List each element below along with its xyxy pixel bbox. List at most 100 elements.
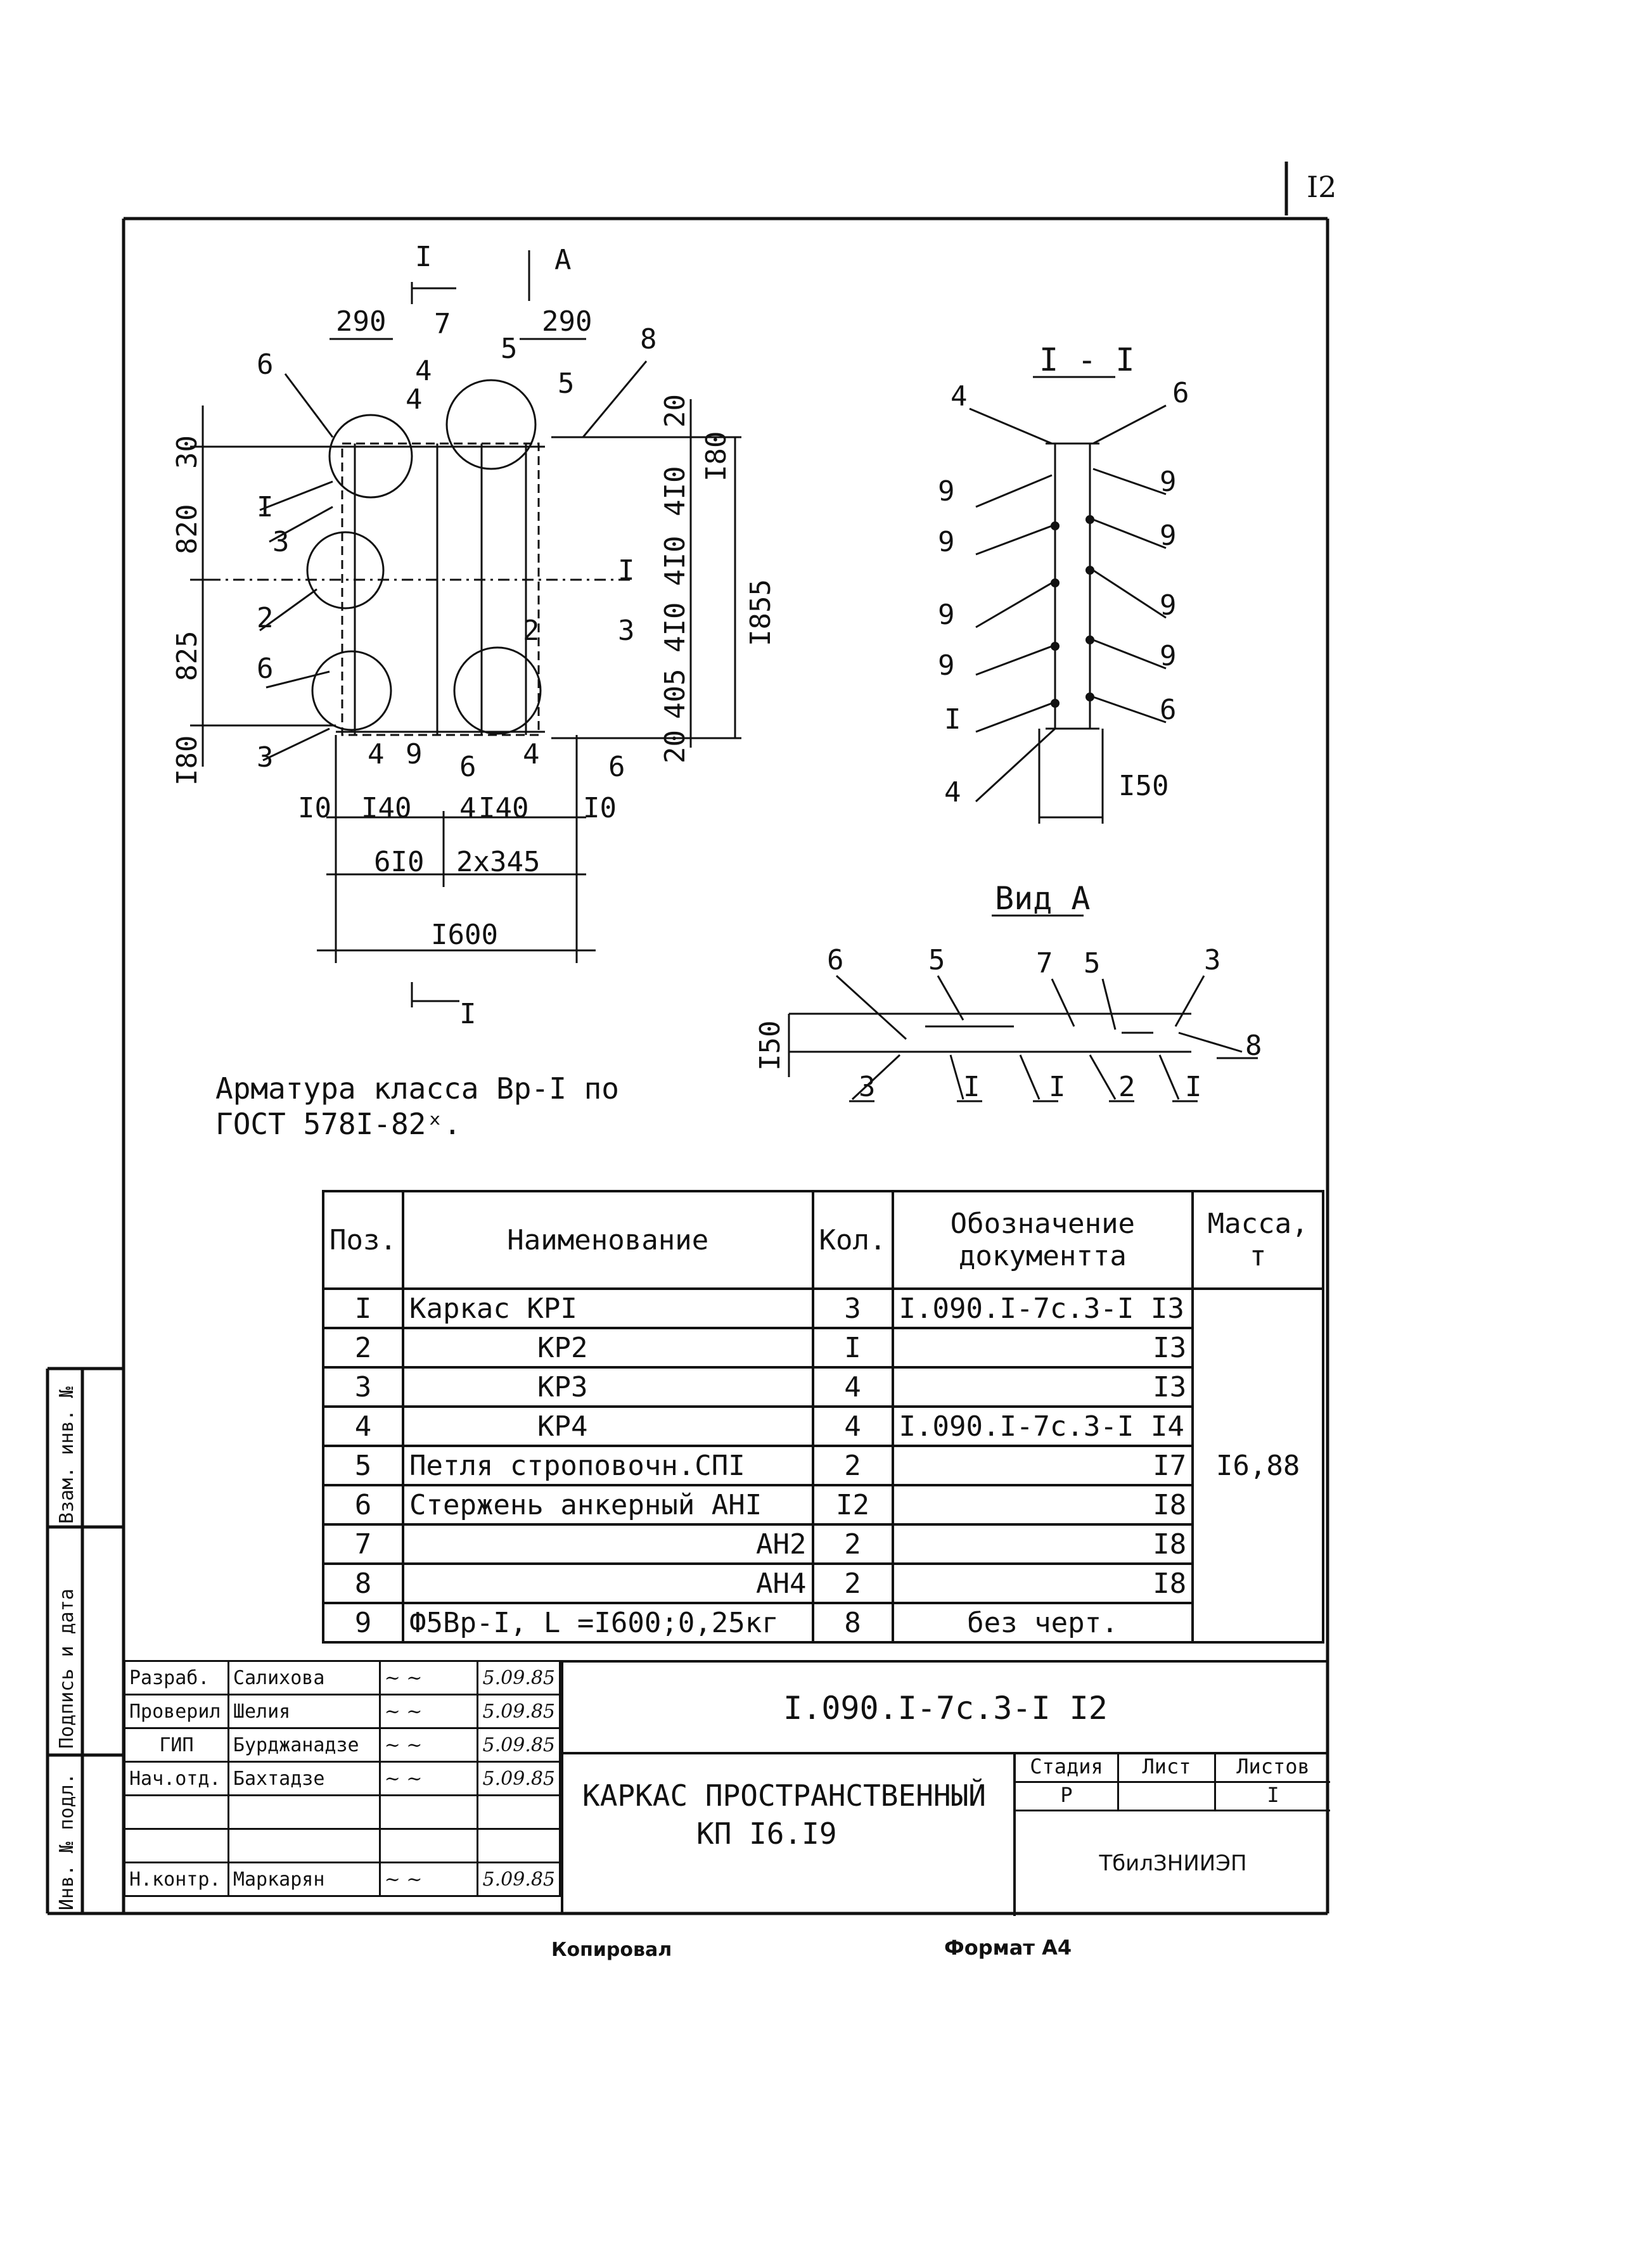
row-qty: I2: [811, 1484, 894, 1526]
dim-bottom-10b: I0: [583, 792, 617, 824]
signer-name: Бахтадзе: [227, 1761, 381, 1796]
sheet-header: Лист: [1119, 1754, 1216, 1781]
signer-row: [124, 1828, 561, 1863]
dim-bottom-140b: I40: [478, 792, 528, 824]
signer-date: 5.09.85: [477, 1862, 561, 1897]
sec-callout-9g: 9: [1160, 589, 1177, 622]
row-pos: 6: [322, 1484, 404, 1526]
callout-3c: 3: [257, 741, 274, 774]
dim-bottom-10a: I0: [298, 792, 331, 824]
dim-bottom-2x345: 2x345: [456, 846, 540, 878]
title-block-main: I.090.I-7с.3-I I2 КАРКАС ПРОСТРАНСТВЕННЫ…: [561, 1660, 1330, 1916]
mass-total: I6,88: [1191, 1287, 1324, 1644]
table-row: I Каркас КРI 3 I.090.I-7с.3-I I3 I6,88: [322, 1287, 1324, 1644]
dim-left-825: 825: [171, 631, 203, 681]
table-row: 2 КР2 I I3: [322, 1327, 1323, 1369]
table-row: 7 АН2 2 I8: [322, 1523, 1323, 1565]
document-code: I.090.I-7с.3-I I2: [563, 1663, 1328, 1754]
specification-table: Поз. Наименование Кол. Обозначение докум…: [322, 1190, 1324, 1644]
signer-name: Салихова: [227, 1660, 381, 1696]
dim-right-180: I80: [700, 431, 733, 482]
table-row: 8 АН4 2 I8: [322, 1562, 1323, 1604]
row-doc: без черт.: [891, 1602, 1194, 1644]
row-qty: 4: [811, 1405, 894, 1447]
signer-row: Н.контр.Маркарян~ ~5.09.85: [124, 1862, 561, 1897]
callout-2b: 2: [523, 615, 540, 647]
viewa-callout-1b: I: [1049, 1071, 1066, 1103]
cut-mark-label: I: [415, 241, 432, 273]
sec-callout-1: I: [944, 703, 961, 736]
side-stamp-signature-date: Подпись и дата: [56, 1588, 78, 1749]
sheets-value: I: [1267, 1783, 1279, 1807]
dim-top-left: 290: [336, 305, 386, 338]
callout-4e: 4: [459, 792, 477, 824]
sec-callout-9a: 9: [938, 475, 955, 508]
sheets-header: Листов: [1236, 1754, 1310, 1779]
callout-8: 8: [640, 323, 657, 355]
dim-left-30: 30: [171, 435, 203, 469]
signer-name: Бурджанадзе: [227, 1727, 381, 1763]
row-pos: 4: [322, 1405, 404, 1447]
organization-name: ТбилЗНИИЭП: [1099, 1851, 1247, 1876]
signer-date: [477, 1794, 561, 1830]
side-stamp-original-inv: Инв. № подл.: [56, 1773, 78, 1910]
signer-row: Нач.отд.Бахтадзе~ ~5.09.85: [124, 1761, 561, 1796]
row-qty: 8: [811, 1602, 894, 1644]
signer-date: 5.09.85: [477, 1727, 561, 1763]
signer-role: [124, 1828, 229, 1863]
signer-name: [227, 1828, 381, 1863]
dim-top-right: 290: [542, 305, 592, 338]
signer-row: [124, 1794, 561, 1830]
row-name: Стержень анкерный АНI: [401, 1484, 814, 1526]
row-pos: I: [322, 1287, 404, 1329]
product-line-2: КП I6.I9: [696, 1817, 837, 1851]
row-doc: I8: [891, 1484, 1194, 1526]
signature-mark: ~ ~: [378, 1761, 479, 1796]
row-pos: 5: [322, 1445, 404, 1486]
signer-name: [227, 1794, 381, 1830]
product-line-1: КАРКАС ПРОСТРАНСТВЕННЫЙ: [582, 1779, 986, 1813]
row-name: АН2: [401, 1523, 814, 1565]
dim-total-1600: I600: [431, 919, 498, 951]
table-row: 9 Ф5Вр-I, L =I600;0,25кг 8 без черт.: [322, 1602, 1323, 1644]
callout-1a: I: [257, 491, 274, 523]
sec-dim-150: I50: [1118, 770, 1169, 802]
dim-left-180: I80: [171, 736, 203, 786]
signer-role: ГИП: [124, 1727, 229, 1763]
viewa-callout-8: 8: [1245, 1030, 1262, 1062]
row-pos: 3: [322, 1366, 404, 1408]
section-view: [969, 376, 1167, 824]
stage-value-row: Р I: [1016, 1783, 1330, 1811]
row-pos: 2: [322, 1327, 404, 1369]
note-line-2: ГОСТ 578I-82ˣ.: [215, 1107, 461, 1141]
callout-6b: 6: [257, 653, 274, 685]
callout-6a: 6: [257, 348, 274, 381]
table-row: 5 Петля строповочн.СПI 2 I7: [322, 1445, 1323, 1486]
section-dots: [1051, 515, 1094, 708]
dim-right-20b: 20: [659, 730, 691, 763]
footer-copied: Копировал: [551, 1939, 672, 1961]
dim-right-410b: 4I0: [659, 536, 691, 586]
signature-mark: ~ ~: [378, 1862, 479, 1897]
row-qty: 2: [811, 1562, 894, 1604]
side-stamp-replaced-inv: Взам. инв. №: [56, 1386, 78, 1524]
callout-7: 7: [434, 308, 451, 340]
drawing-frame: [46, 162, 1329, 1915]
note-line-1: Арматура класса Вр-I по: [215, 1071, 619, 1106]
signature-mark: [378, 1794, 479, 1830]
viewa-callout-7: 7: [1036, 947, 1053, 980]
cut-mark-label-bottom: I: [459, 998, 477, 1030]
section-title: I - I: [1039, 342, 1135, 378]
row-name: Каркас КРI: [401, 1287, 814, 1329]
row-qty: I: [811, 1327, 894, 1369]
header-name: Наименование: [401, 1190, 814, 1290]
stage-header: Стадия: [1016, 1754, 1119, 1781]
header-qty: Кол.: [811, 1190, 894, 1290]
sec-callout-9b: 9: [938, 526, 955, 558]
callout-3b: 3: [618, 615, 635, 647]
sec-callout-9f: 9: [1160, 520, 1177, 552]
